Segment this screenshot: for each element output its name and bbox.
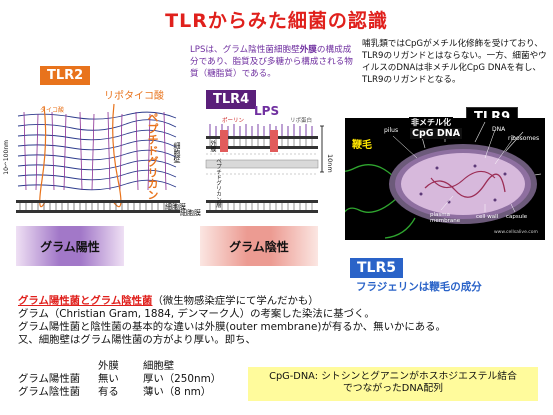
table-header-row: 外膜 細胞壁 (98, 360, 175, 372)
page-title: TLRからみた細菌の認識 (165, 10, 388, 32)
credit-label: www.cellsalive.com (494, 230, 538, 235)
capsule-label: capsule (506, 214, 528, 220)
body-line-2: グラム陽性菌と陰性菌の基本的な違いは外膜(outer membrane)が有るか… (18, 321, 446, 333)
photo-cell-wall-label: cell wall (476, 214, 499, 220)
gram-negative-box: グラム陰性 (200, 226, 318, 266)
body-line-1: グラム（Christian Gram, 1884, デンマーク人）の考案した染法… (18, 308, 375, 320)
teichoic-acid-label: タイコ酸 (40, 107, 65, 114)
comparison-table: 外膜 細胞壁 グラム陽性菌 無い 厚い（250nm） グラム陰性菌 有る 薄い（… (18, 360, 253, 399)
cpg-dna-label: CpG DNA (410, 128, 463, 139)
porin-label: ポーリン (222, 118, 245, 124)
lps-description: LPSは、グラム陰性菌細胞壁外膜の構成成分であり、脂質及び多糖から構成される物質… (190, 45, 353, 79)
cpg-definition-box: CpG-DNA: シトシンとグアニンがホスホジエステル結合 でつながったDNA配… (248, 367, 538, 401)
cpg-description: 哺乳類ではCpGがメチル化修飾を受けており、TLR9のリガンドとはならない。一方… (362, 39, 547, 85)
gram-negative-wall-diagram (205, 124, 324, 213)
plasma-membrane-label: plasma membrane (430, 212, 461, 224)
table-row: グラム陽性菌 無い 厚い（250nm） (18, 373, 222, 385)
tlr4-tag: TLR4 (206, 90, 257, 109)
gram-explanation: グラム陽性菌とグラム陰性菌（微生物感染症学にて学んだかも） グラム（Christ… (18, 295, 538, 347)
table-row: グラム陰性菌 有る 薄い（8 nm） (18, 386, 212, 398)
outer-membrane-label: 外膜 (209, 140, 216, 152)
flagellin-note: フラジェリンは鞭毛の成分 (356, 281, 482, 293)
right-scale-label: 10nm (326, 154, 334, 173)
lipoprotein-label: リポ蛋白 (290, 118, 313, 124)
peptidoglycan-label: ペプチドグリカン (146, 112, 159, 200)
gram-positive-wall-diagram (16, 103, 180, 213)
tlr5-tag: TLR5 (350, 258, 403, 278)
ribosomes-label: ribosomes (508, 135, 540, 142)
membrane-label-left: 細胞膜 (165, 203, 186, 211)
lipoteichoic-acid-label: リポタイコ酸 (104, 91, 164, 102)
tlr2-tag: TLR2 (40, 66, 91, 85)
gram-positive-box: グラム陽性 (16, 226, 124, 266)
pilus-label: pilus (384, 127, 399, 134)
dna-label: DNA (492, 126, 506, 133)
cell-wall-label: 細胞壁 (173, 142, 181, 163)
bacterium-illustration (345, 118, 545, 240)
peptidoglycan-layer-label: ペプチドグリカン層 (215, 158, 221, 208)
membrane-label-right: 細胞膜 (180, 209, 201, 217)
flagella-label: 鞭毛 (350, 136, 374, 151)
gram-heading: グラム陽性菌とグラム陰性菌 (18, 295, 153, 307)
left-scale-label: 10～100nm (3, 140, 10, 175)
lps-label: LPS (254, 104, 280, 118)
unmethylated-label: 非メチル化 (409, 117, 453, 128)
body-line-3: 又、細胞壁はグラム陽性菌の方がより厚い。即ち、 (18, 334, 256, 346)
